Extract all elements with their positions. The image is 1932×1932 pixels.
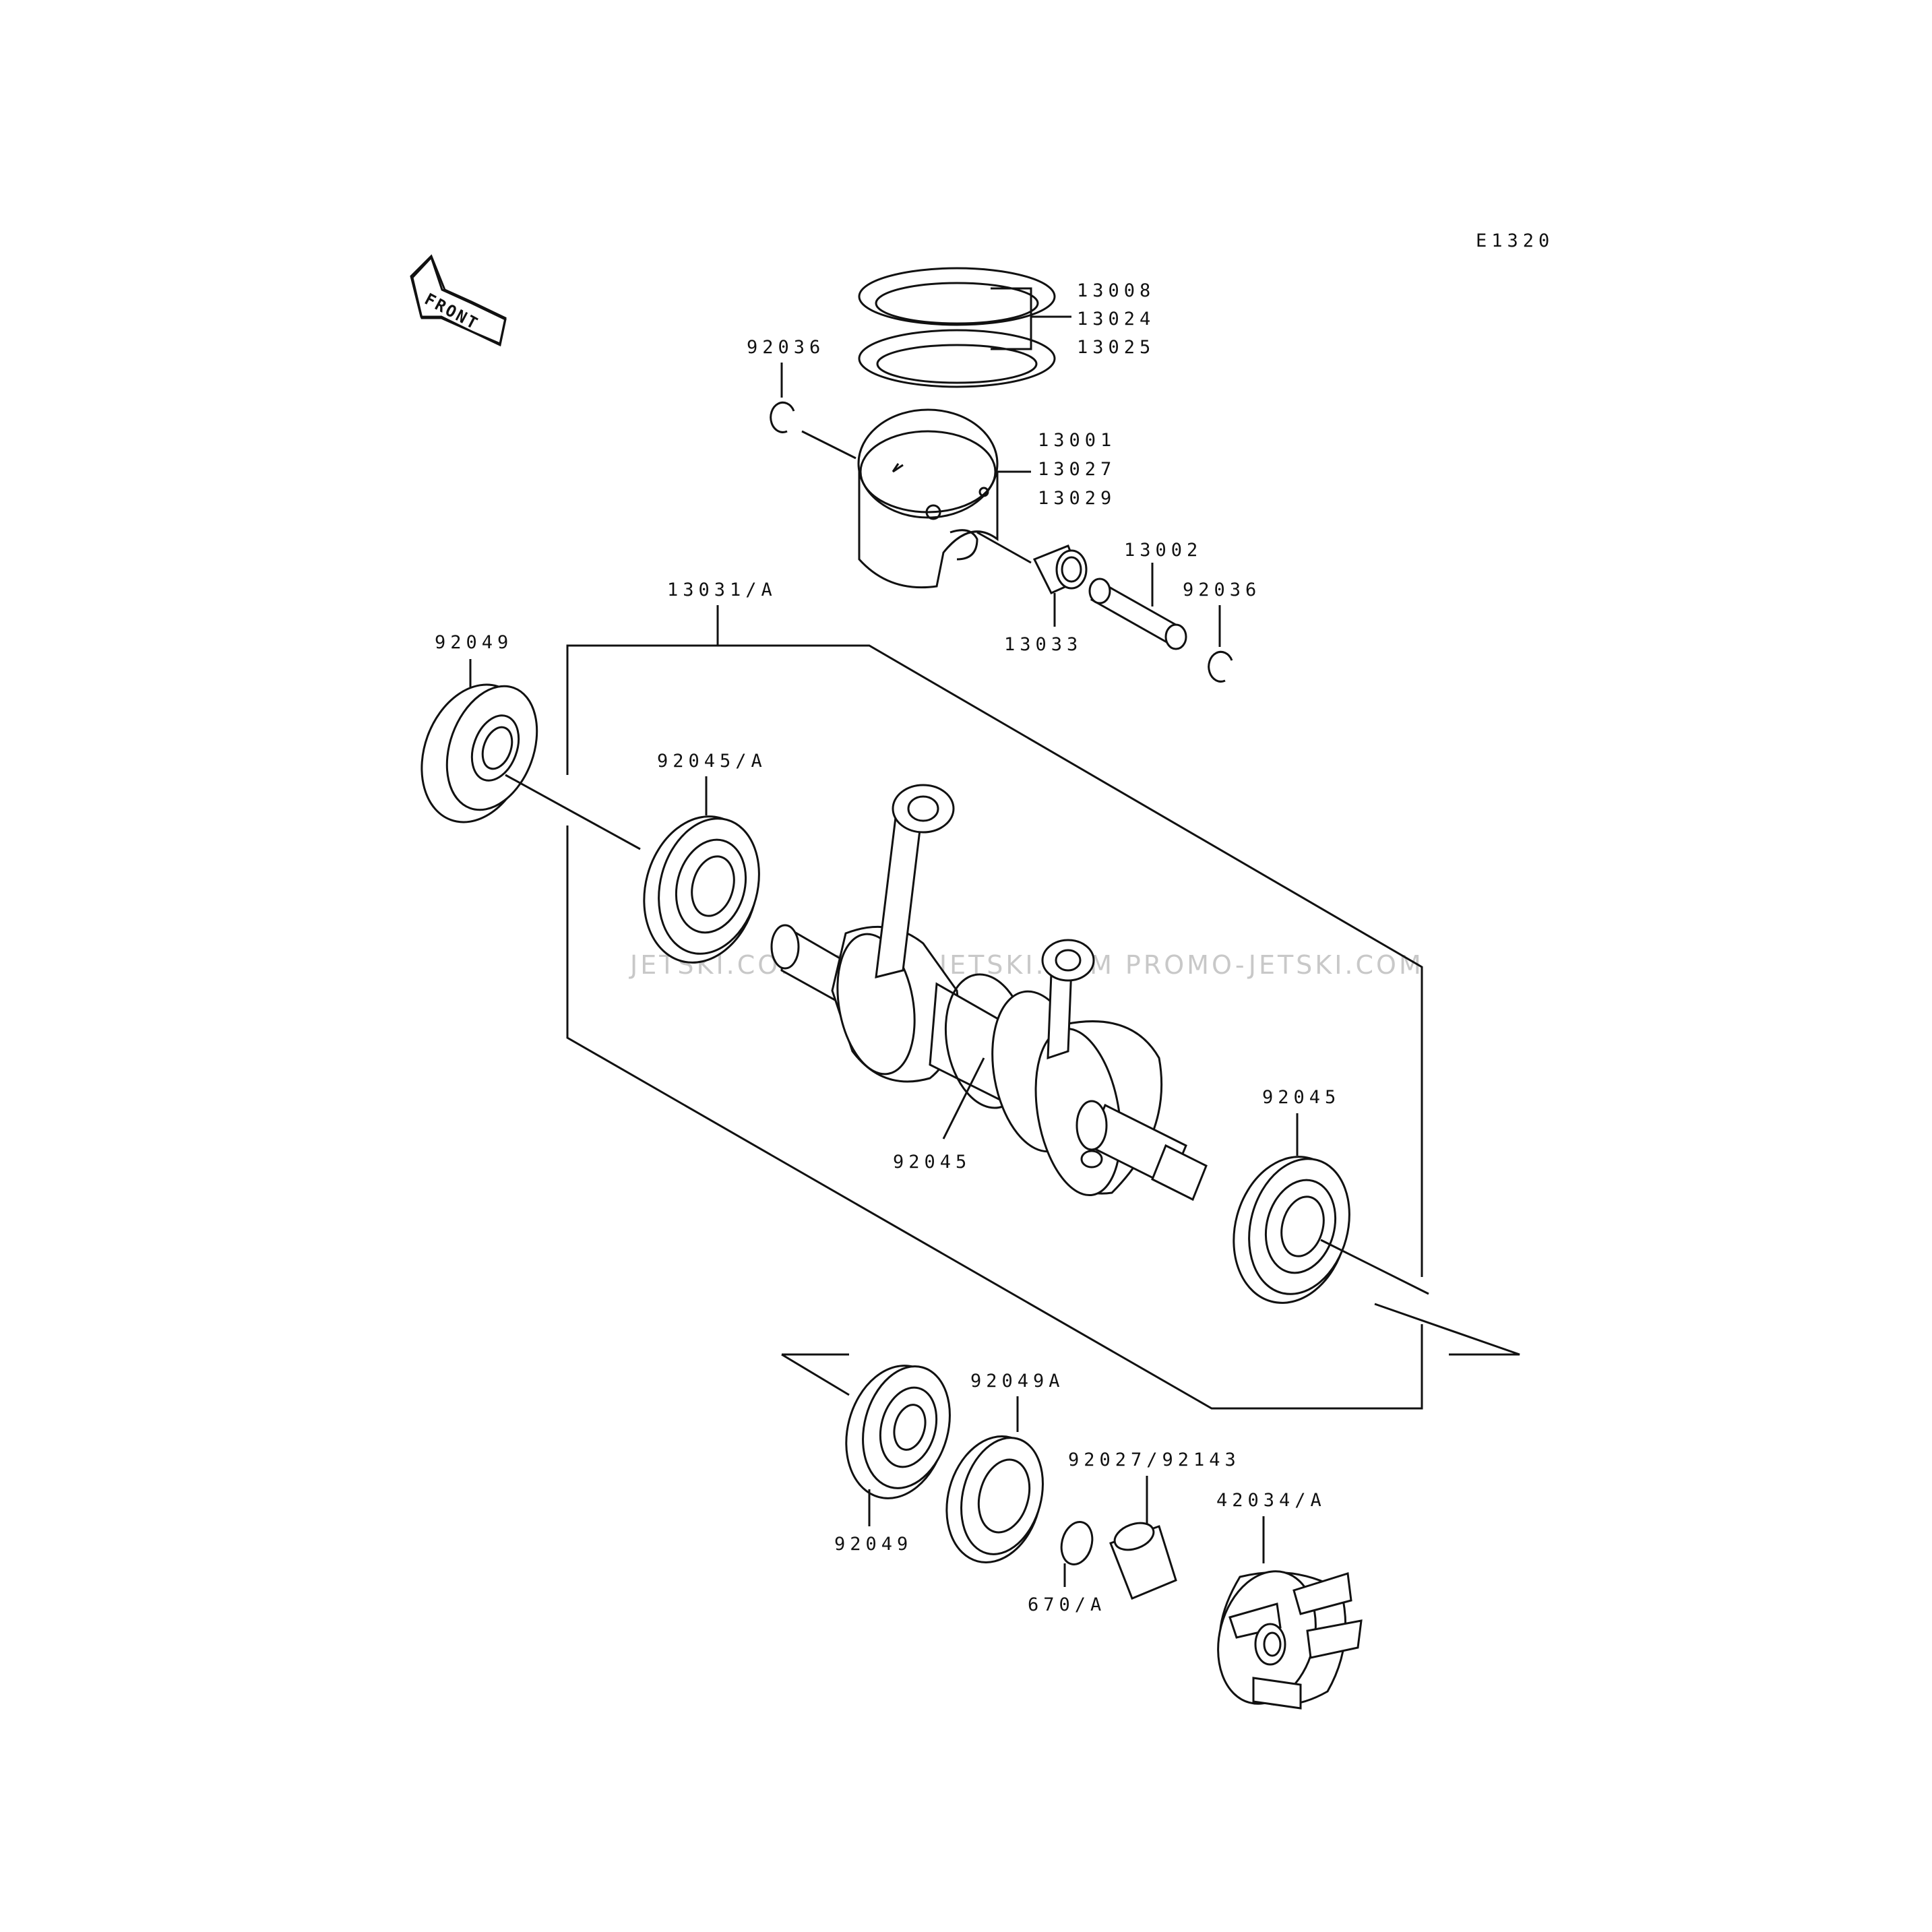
piston-pin <box>1088 578 1187 650</box>
label-92036-right: 92036 <box>1183 580 1261 600</box>
oil-seal-bottom <box>845 1365 951 1499</box>
label-13024: 13024 <box>1077 309 1155 330</box>
label-92045-right: 92045 <box>1262 1087 1340 1108</box>
rings-leader <box>991 287 1071 350</box>
label-13025: 13025 <box>1077 337 1155 358</box>
diagram-code: E1320 <box>1476 230 1554 251</box>
label-13001: 13001 <box>1038 430 1116 451</box>
label-13008: 13008 <box>1077 280 1155 301</box>
label-13029: 13029 <box>1038 488 1116 509</box>
crankshaft <box>770 784 1208 1202</box>
label-42034a: 42034/A <box>1216 1490 1326 1511</box>
label-92045-crank: 92045 <box>893 1152 971 1173</box>
label-13002: 13002 <box>1124 540 1202 561</box>
watermark: JETSKI.COM PROMO-JETSKI.COM PROMO-JETSKI… <box>629 950 1424 980</box>
label-13027: 13027 <box>1038 459 1116 480</box>
piston-rings <box>858 267 1056 388</box>
label-13031a: 13031/A <box>667 580 777 600</box>
label-670a: 670/A <box>1028 1594 1106 1615</box>
label-92049-left: 92049 <box>435 632 513 653</box>
label-92049-bottom: 92049 <box>834 1534 912 1555</box>
label-13033: 13033 <box>1004 634 1082 655</box>
oil-seal-92049a <box>945 1435 1044 1563</box>
label-92045a: 92045/A <box>657 751 767 772</box>
needle-bearing <box>1032 544 1088 594</box>
collar-sleeve <box>1109 1522 1177 1600</box>
circlip-top-icon <box>770 401 795 433</box>
impeller-coupling <box>1217 1570 1363 1710</box>
label-92036-top: 92036 <box>747 337 825 358</box>
bearing-left <box>643 815 760 964</box>
bearing-right <box>1233 1156 1350 1304</box>
label-92027-92143: 92027/92143 <box>1068 1450 1241 1470</box>
oil-seal-left <box>420 683 538 823</box>
label-92049a: 92049A <box>970 1371 1065 1392</box>
circlip-right-icon <box>1208 650 1233 683</box>
front-arrow-icon: FRONT <box>410 254 507 347</box>
crank-assy-outline <box>566 644 1520 1410</box>
o-ring-icon <box>1060 1521 1094 1565</box>
piston <box>857 408 999 589</box>
